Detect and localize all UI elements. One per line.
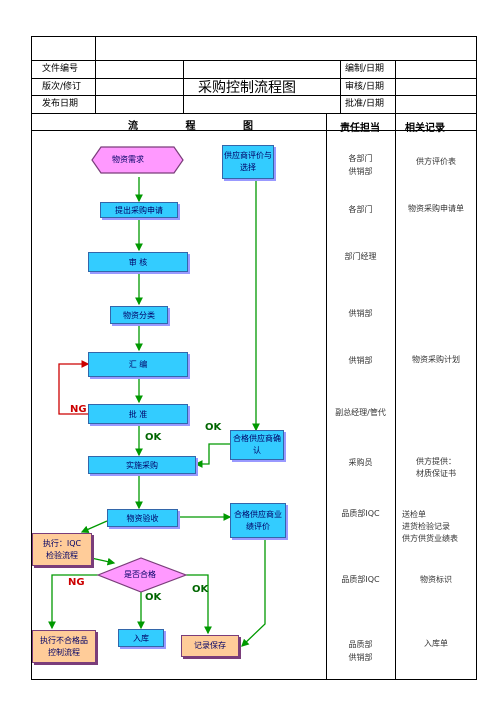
document-frame <box>31 36 477 680</box>
responsibility-column-header: 责任担当 <box>340 123 380 134</box>
review-box: 审 核 <box>88 252 188 272</box>
prepared-label: 编制/日期 <box>345 64 385 74</box>
nonconforming-control-box: 执行不合格品控制流程 <box>32 630 96 663</box>
supplier-performance-box: 合格供应商业绩评价 <box>230 503 286 538</box>
ng-loop-approve-to-compile <box>58 360 90 415</box>
document-title: 采购控制流程图 <box>198 80 296 96</box>
header-col-line-3 <box>340 60 341 113</box>
iqc-inspection-box: 执行：IQC检验流程 <box>32 533 92 566</box>
qualified-decision-diamond <box>96 557 188 593</box>
ok-label-approve: OK <box>145 432 162 443</box>
warehouse-box: 入库 <box>118 629 164 647</box>
classify-box: 物资分类 <box>110 306 168 324</box>
header-row-line-3 <box>31 95 477 96</box>
arrow-perf-to-archive <box>241 538 266 647</box>
responsibility-7: 品质部IQC <box>341 509 380 518</box>
arrow-decision-no-to-nonconform <box>48 574 98 630</box>
approve-box: 批 准 <box>88 404 188 424</box>
ng-label-approve: NG <box>70 404 87 415</box>
record-6: 入库单 <box>424 639 448 648</box>
record-4: 送检单 进货检验记录 供方供货业绩表 <box>402 510 458 543</box>
responsibility-4: 供销部 <box>348 356 373 365</box>
header-col-line-4 <box>395 60 396 113</box>
approved-label: 批准/日期 <box>345 99 385 109</box>
ok-label-supplier: OK <box>205 422 222 433</box>
responsibility-3: 供销部 <box>348 309 373 318</box>
responsibility-9: 品质部 供销部 <box>348 640 373 662</box>
responsibility-1: 各部门 <box>348 205 373 214</box>
header-row-line-1 <box>31 60 477 61</box>
compile-box: 汇 编 <box>88 352 188 377</box>
responsibility-0: 各部门 供销部 <box>348 154 373 176</box>
supplier-evaluation-box: 供应商评价与选择 <box>222 145 274 179</box>
ng-label-decision: NG <box>68 577 85 588</box>
version-label: 版次/修订 <box>42 82 82 92</box>
records-column-header: 相关记录 <box>405 123 445 134</box>
body-col-line-1 <box>326 113 327 680</box>
implement-purchase-box: 实施采购 <box>88 456 196 474</box>
header-col-line-2 <box>183 60 184 113</box>
responsibility-8: 品质部IQC <box>341 575 380 584</box>
header-col-line-1 <box>95 36 96 113</box>
responsibility-6: 采购员 <box>348 458 373 467</box>
arrow-qualified-to-implement <box>194 443 230 468</box>
arrow-decision-to-archive <box>186 574 212 635</box>
record-1: 物资采购申请单 <box>408 204 464 213</box>
qualified-decision-label: 是否合格 <box>124 570 156 579</box>
file-number-label: 文件编号 <box>42 64 79 74</box>
reviewed-label: 审核/日期 <box>345 82 385 92</box>
record-archive-box: 记录保存 <box>181 635 239 657</box>
release-date-label: 发布日期 <box>42 99 79 109</box>
responsibility-2: 部门经理 <box>344 252 377 261</box>
ok-label-archive: OK <box>192 584 209 595</box>
header-row-line-2 <box>31 78 477 79</box>
record-3: 供方提供： 材质保证书 <box>416 457 456 478</box>
column-header-line <box>31 130 477 131</box>
flow-column-header: 流 程 图 <box>128 121 253 132</box>
submit-request-box: 提出采购申请 <box>100 202 178 218</box>
ok-label-warehouse: OK <box>145 592 162 603</box>
material-acceptance-box: 物资验收 <box>107 509 178 527</box>
record-2: 物资采购计划 <box>412 355 460 364</box>
header-row-line-4 <box>31 113 477 114</box>
responsibility-5: 副总经理/管代 <box>335 408 386 417</box>
material-demand-label: 物资需求 <box>112 155 144 164</box>
record-5: 物资标识 <box>420 575 452 584</box>
material-demand-hexagon <box>91 146 184 174</box>
body-col-line-2 <box>395 113 396 680</box>
record-0: 供方评价表 <box>416 157 456 166</box>
qualified-supplier-box: 合格供应商确认 <box>230 430 284 460</box>
arrow-acceptance-to-iqc <box>80 520 108 533</box>
